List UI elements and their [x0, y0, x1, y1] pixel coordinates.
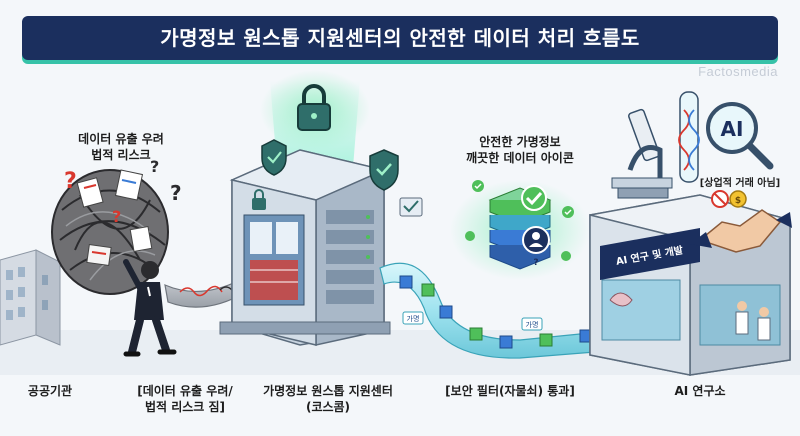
page-title: 가명정보 원스톱 지원센터의 안전한 데이터 처리 흐름도: [160, 26, 640, 50]
svg-text:가명: 가명: [407, 314, 420, 323]
label-security-filter: [보안 필터(자물쇠) 통과]: [445, 384, 575, 398]
padlock-icon: [252, 84, 331, 210]
watermark: Factosmedia: [698, 64, 778, 79]
microscope-icon: [611, 108, 673, 199]
label-ai-lab: AI 연구소: [674, 384, 726, 398]
label-burden-line2: 법적 리스크 짐]: [144, 400, 226, 414]
researcher-icon: [735, 301, 771, 341]
user-silhouette-icon: ?: [529, 232, 543, 268]
label-support-center-line2: (코스콤): [305, 400, 351, 414]
svg-text:가명: 가명: [526, 320, 539, 329]
svg-text:?: ?: [64, 169, 77, 194]
risk-callout-line2: 법적 리스크: [91, 148, 151, 162]
question-mark-icon: ? ? ? ?: [64, 157, 182, 226]
server-tower-icon: [219, 149, 391, 346]
checkmark-icon: [465, 180, 574, 261]
risk-callout-line1: 데이터 유출 우려: [78, 132, 164, 146]
clean-data-callout: 안전한 가명정보 깨끗한 데이터 아이콘: [440, 134, 600, 166]
label-support-center-line1: 가명정보 원스톱 지원센터: [263, 384, 393, 398]
label-burden-line1: [데이터 유출 우려/: [137, 384, 233, 398]
svg-text:$: $: [735, 196, 741, 206]
clean-data-callout-line2: 깨끗한 데이터 아이콘: [466, 151, 574, 165]
svg-text:?: ?: [170, 181, 182, 205]
person-carrying-sack-icon: [123, 259, 177, 357]
title-bar: 가명정보 원스톱 지원센터의 안전한 데이터 처리 흐름도: [22, 16, 778, 60]
database-stack-icon: [450, 180, 590, 280]
risk-callout: 데이터 유출 우려 법적 리스크: [56, 131, 186, 163]
no-money-icon: $: [711, 190, 747, 208]
svg-text:?: ?: [112, 207, 121, 226]
building-icon: [0, 249, 61, 346]
label-public-institution: 공공기관: [27, 384, 73, 398]
test-tube-dna-icon: [678, 91, 700, 183]
handshake-icon: [690, 209, 792, 253]
tangled-data-sack-icon: [51, 169, 169, 295]
non-commercial-label: [상업적 거래 아님]: [699, 178, 781, 189]
svg-text:AI: AI: [721, 117, 744, 141]
svg-text:?: ?: [150, 157, 159, 176]
label-support-center: 가명정보 원스톱 지원센터 (코스콤): [238, 383, 418, 415]
clean-data-callout-line1: 안전한 가명정보: [479, 135, 561, 149]
label-burden: [데이터 유출 우려/ 법적 리스크 짐]: [110, 383, 260, 415]
shield-check-icon: [261, 139, 423, 217]
svg-text:?: ?: [533, 258, 538, 268]
pipe-chip: 가명 가명: [402, 311, 543, 331]
magnifier-icon: AI: [706, 102, 774, 170]
